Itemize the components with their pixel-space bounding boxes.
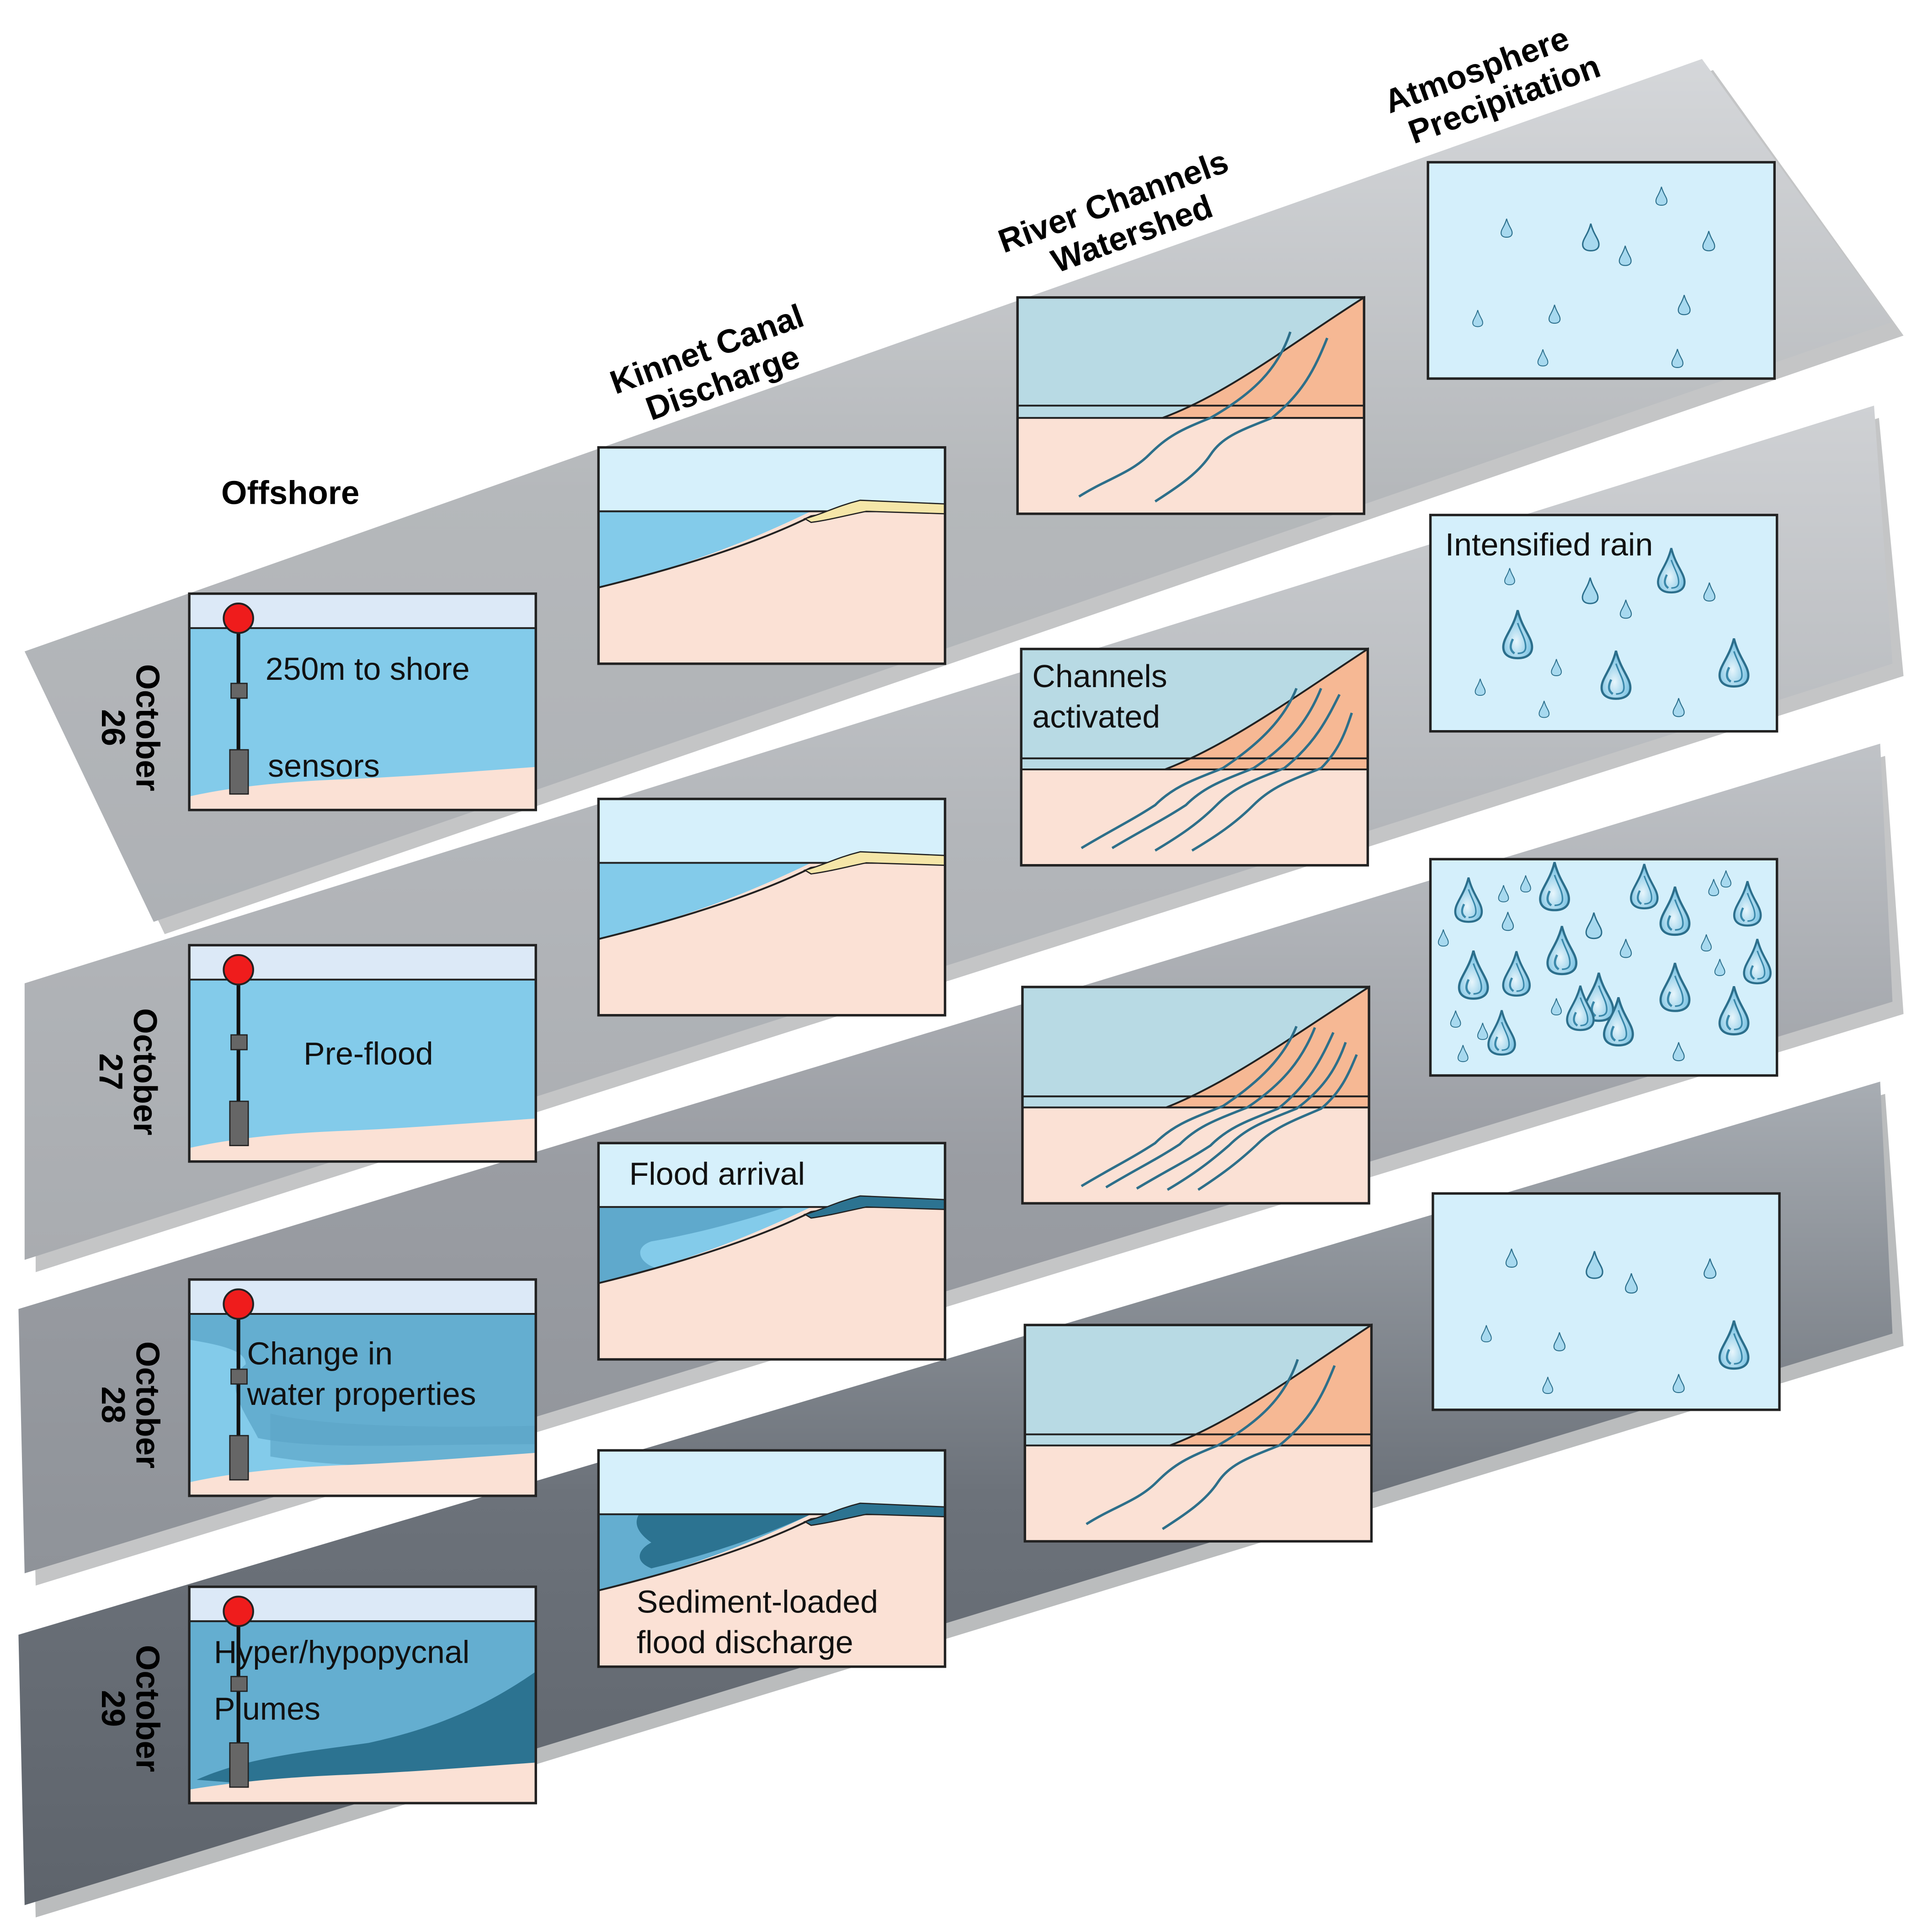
rain-panel-3 bbox=[1429, 858, 1778, 1077]
offshore-label-distance: 250m to shore bbox=[266, 651, 470, 687]
kinnet-label-discharge: flood discharge bbox=[637, 1624, 853, 1660]
rain-panel-2 bbox=[1429, 513, 1778, 733]
date-october-28: October 28 bbox=[95, 1341, 166, 1468]
river-panel-3 bbox=[1021, 985, 1370, 1205]
kinnet-label-flood-arrival: Flood arrival bbox=[629, 1156, 805, 1192]
offshore-label-hyper: Hyper/hypopycnal bbox=[214, 1634, 469, 1670]
header-offshore: Offshore bbox=[221, 474, 359, 511]
offshore-label-preflood: Pre-flood bbox=[303, 1035, 433, 1071]
date-26-day: 26 bbox=[95, 709, 132, 746]
date-october-26: October 26 bbox=[95, 664, 166, 791]
kinnet-panel-4: Sediment-loaded flood discharge bbox=[597, 1449, 947, 1668]
river-panel-4 bbox=[1023, 1323, 1373, 1543]
kinnet-panel-1 bbox=[597, 446, 947, 665]
rain-panel-4 bbox=[1432, 1192, 1781, 1411]
date-28-month: October bbox=[129, 1341, 166, 1468]
kinnet-label-sediment: Sediment-loaded bbox=[637, 1584, 878, 1619]
kinnet-panel-2 bbox=[597, 797, 947, 1017]
offshore-panel-29: Hyper/hypopycnal Plumes bbox=[188, 1585, 537, 1804]
offshore-panel-27: Pre-flood bbox=[188, 944, 537, 1163]
river-panel-1 bbox=[1016, 295, 1366, 515]
offshore-panel-26: 250m to shore sensors bbox=[188, 592, 537, 811]
date-26-month: October bbox=[129, 664, 166, 791]
offshore-panel-28: Change in water properties bbox=[188, 1278, 537, 1497]
date-october-29: October 29 bbox=[95, 1645, 166, 1772]
offshore-label-plumes: Plumes bbox=[214, 1691, 320, 1726]
date-october-27: October 27 bbox=[92, 1008, 164, 1135]
river-panel-2: Channels activated bbox=[1020, 647, 1369, 867]
offshore-label-water: water properties bbox=[246, 1376, 476, 1412]
date-27-day: 27 bbox=[92, 1053, 129, 1090]
river-label-activated: activated bbox=[1032, 699, 1160, 735]
rain-label-intensified: Intensified rain bbox=[1445, 527, 1653, 562]
rain-panel-1 bbox=[1427, 161, 1776, 380]
offshore-label-sensors: sensors bbox=[268, 748, 380, 784]
river-label-channels: Channels bbox=[1032, 658, 1167, 694]
date-29-month: October bbox=[129, 1645, 166, 1772]
sensor-mooring bbox=[223, 603, 254, 795]
offshore-label-change: Change in bbox=[247, 1335, 393, 1371]
kinnet-panel-3: Flood arrival bbox=[597, 1142, 947, 1361]
date-27-month: October bbox=[127, 1008, 164, 1135]
date-28-day: 28 bbox=[95, 1387, 132, 1424]
date-29-day: 29 bbox=[95, 1690, 132, 1727]
